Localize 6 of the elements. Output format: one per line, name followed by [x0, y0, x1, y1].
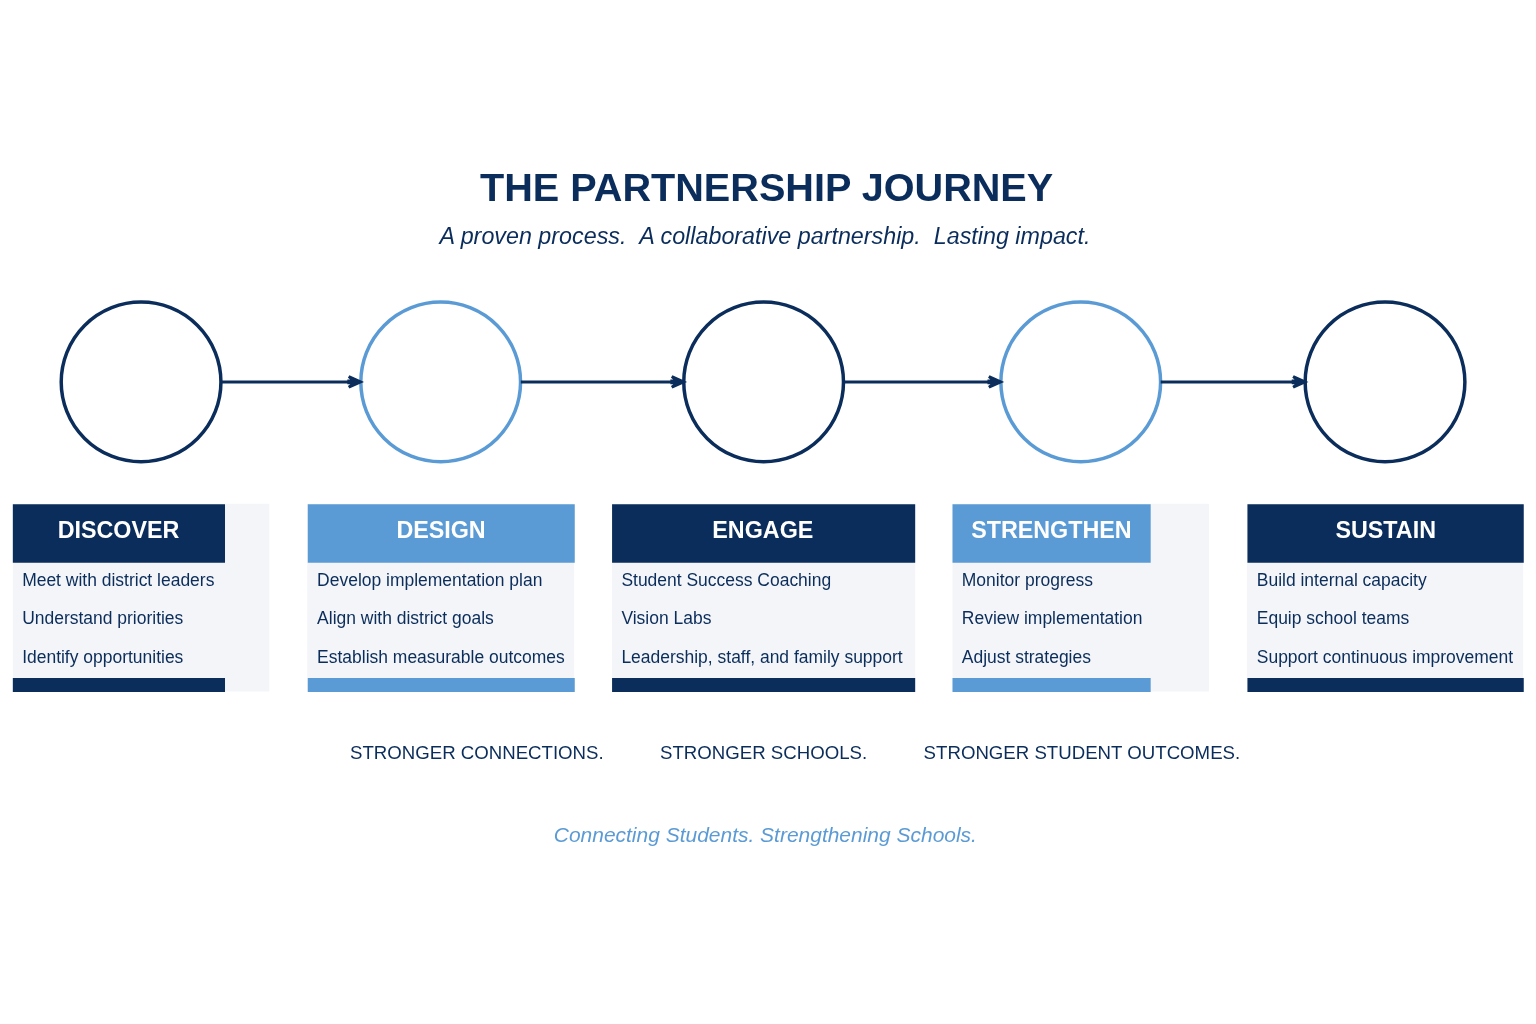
label: STRONGER CONNECTIONS.: [349, 741, 604, 763]
label: A proven process. A collaborative partnership. Lasting impact.: [439, 222, 1091, 249]
label: Connecting Students. Strengthening Schools.: [553, 822, 977, 846]
diagram-title: THE PARTNERSHIP JOURNEY: [480, 164, 1054, 209]
label: STRONGER SCHOOLS.: [660, 741, 868, 763]
label: STRONGER STUDENT OUTCOMES.: [923, 741, 1241, 763]
